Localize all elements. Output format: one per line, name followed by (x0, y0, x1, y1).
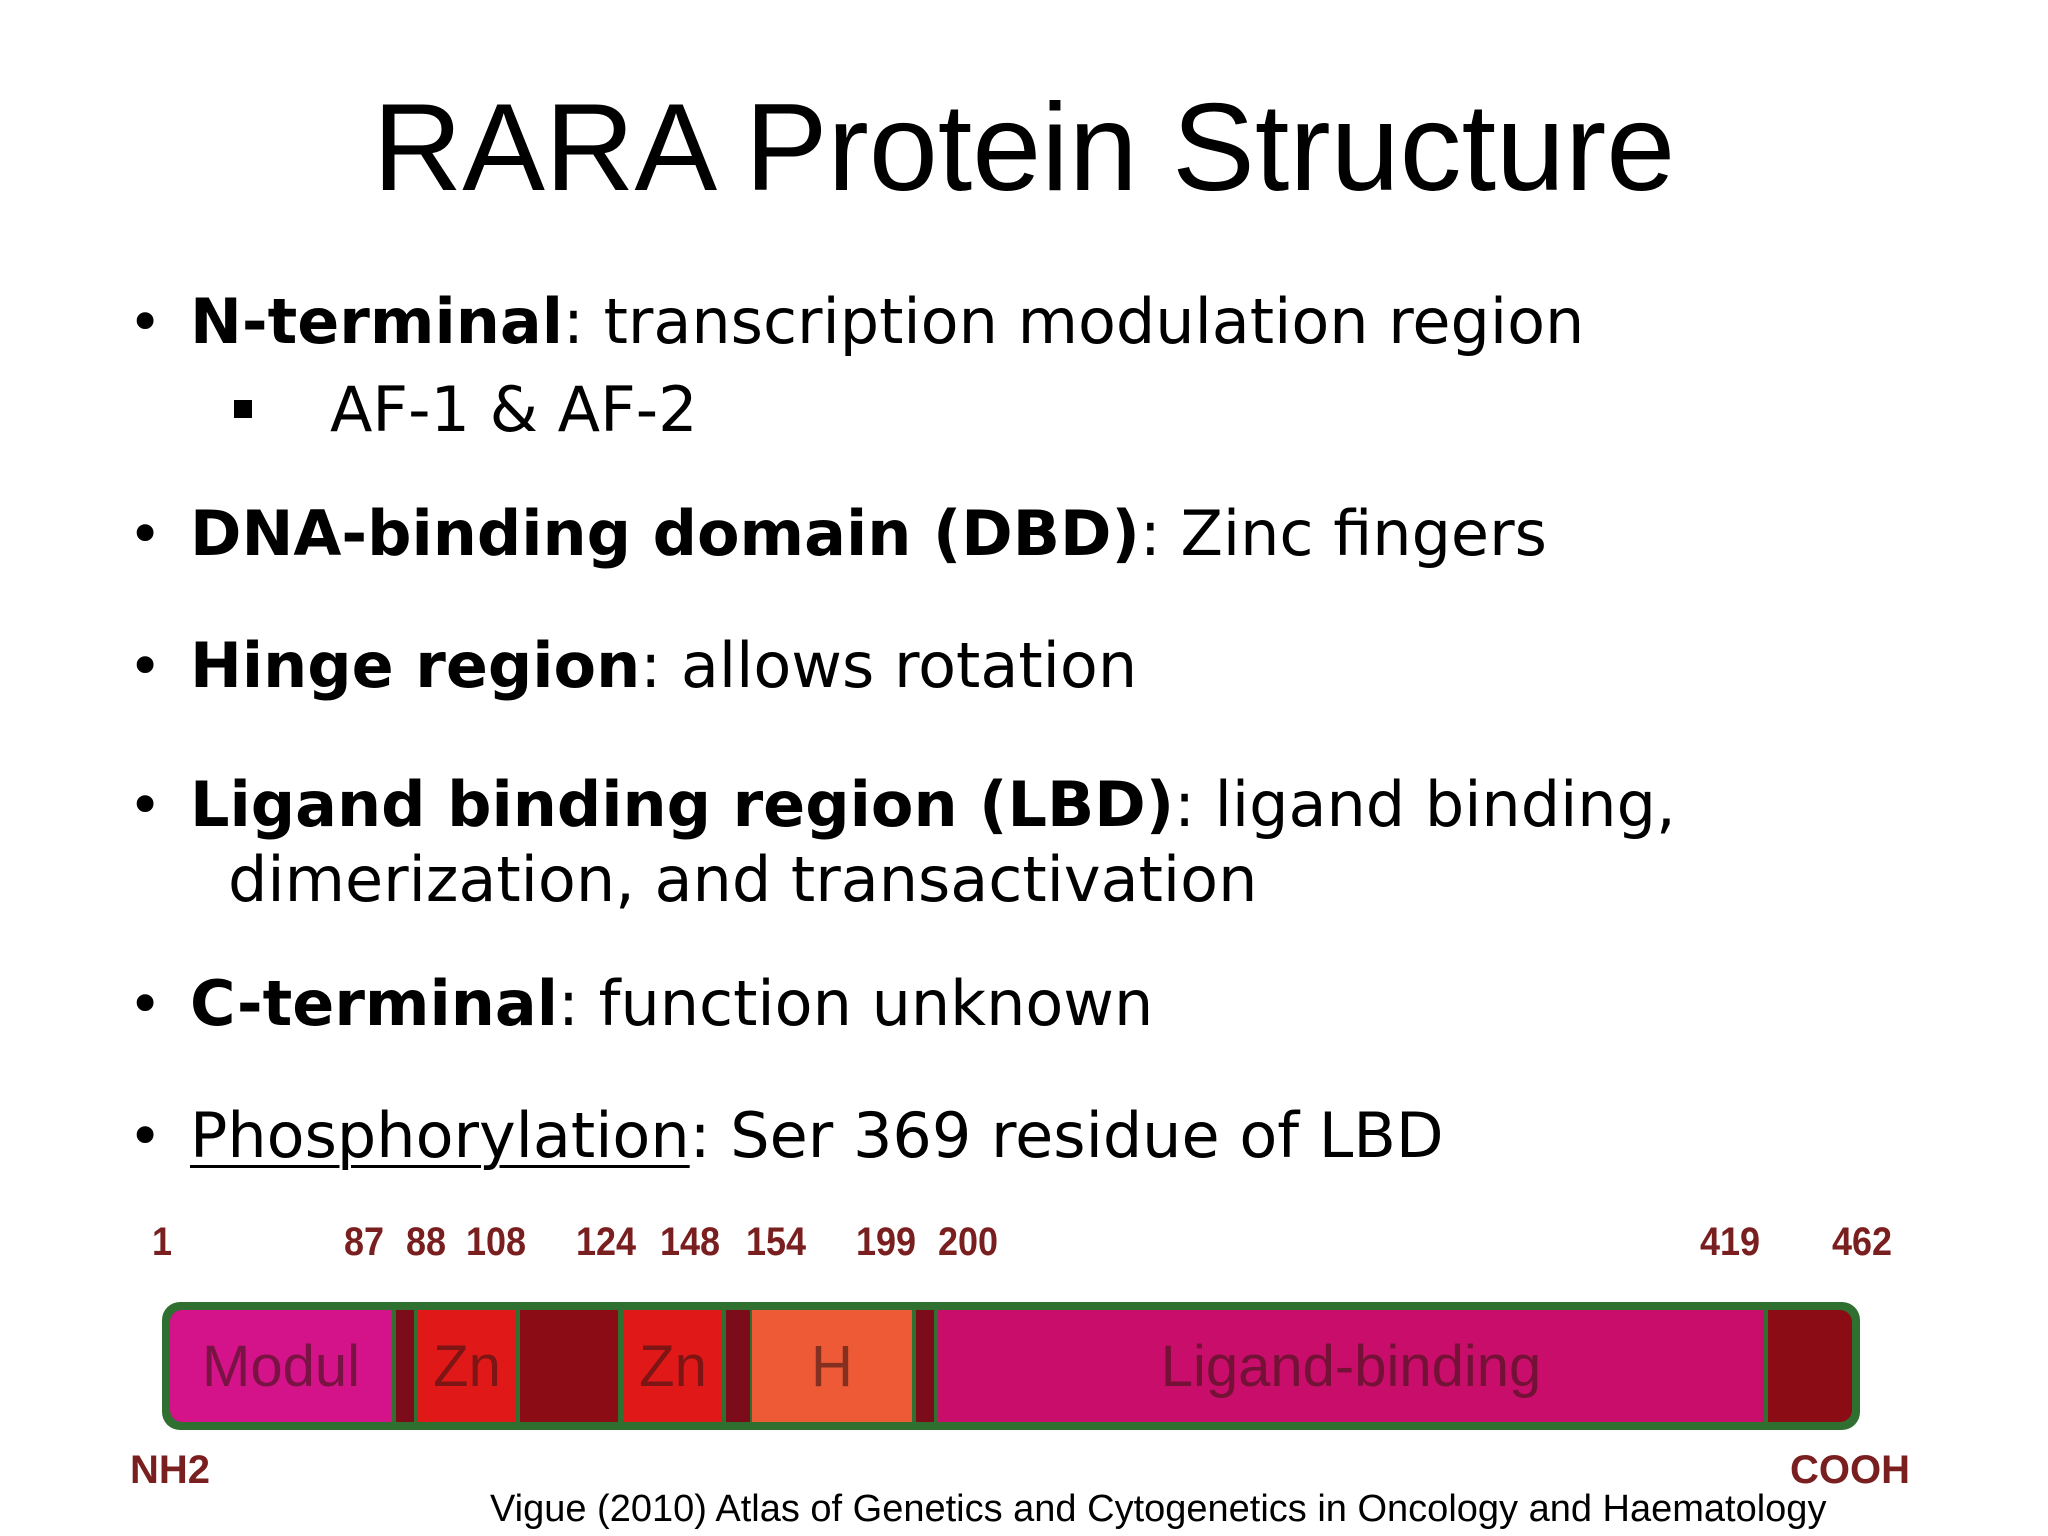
domain-label: Ligand-binding (1160, 1333, 1542, 1399)
domain-label: H (811, 1333, 853, 1399)
position-label: 124 (576, 1220, 637, 1264)
position-label: 154 (746, 1220, 807, 1264)
domain-segment-hinge: H (752, 1310, 912, 1422)
bullet-term: Phosphorylation (190, 1099, 690, 1172)
bullet-continuation: dimerization, and transactivation (228, 843, 1258, 916)
bullet-item: • Phosphorylation: Ser 369 residue of LB… (128, 1096, 1444, 1176)
bullet-dot-icon: • (128, 1102, 163, 1170)
domain-segment-c-terminal (1768, 1310, 1852, 1422)
bullet-term: Hinge region (190, 629, 641, 702)
bullet-item: • DNA-binding domain (DBD): Zinc fingers (128, 494, 1547, 574)
bullet-term: DNA-binding domain (DBD) (190, 497, 1140, 570)
bullet-item: • N-terminal: transcription modulation r… (128, 282, 1585, 362)
domain-segment-linker (396, 1310, 414, 1422)
n-terminus-label: NH2 (130, 1448, 211, 1492)
domain-label: Zn (639, 1333, 707, 1399)
domain-segment-zinc-finger-2: Zn (624, 1310, 722, 1422)
citation: Vigue (2010) Atlas of Genetics and Cytog… (490, 1488, 1827, 1530)
domain-segment-zinc-finger-1: Zn (418, 1310, 516, 1422)
bullet-dot-icon: • (128, 500, 163, 568)
domain-label: Zn (433, 1333, 501, 1399)
slide-title: RARA Protein Structure (372, 79, 1676, 217)
position-label: 1 (152, 1220, 173, 1264)
bullet-text: : ligand binding, (1174, 768, 1676, 841)
bullet-dot-icon: • (128, 288, 163, 356)
bullet-text: : transcription modulation region (562, 285, 1585, 358)
sub-bullet-item: AF-1 & AF-2 (234, 370, 698, 450)
position-label: 462 (1832, 1220, 1893, 1264)
c-terminus-label: COOH (1790, 1448, 1910, 1492)
bullet-item: • C-terminal: function unknown (128, 964, 1154, 1044)
position-label: 199 (856, 1220, 917, 1264)
domain-segment-linker (520, 1310, 618, 1422)
sub-bullet-text: AF-1 & AF-2 (330, 373, 698, 446)
bullet-dot-icon: • (128, 632, 163, 700)
position-label: 88 (406, 1220, 447, 1264)
bullet-term: N-terminal (190, 285, 563, 358)
bullet-term: C-terminal (190, 967, 559, 1040)
bullet-dot-icon: • (128, 970, 163, 1038)
bullet-text: : allows rotation (640, 629, 1138, 702)
position-label: 108 (466, 1220, 527, 1264)
position-label: 200 (938, 1220, 999, 1264)
bullet-item: • Hinge region: allows rotation (128, 626, 1138, 706)
position-label: 148 (660, 1220, 721, 1264)
bullet-text: : Ser 369 residue of LBD (689, 1099, 1444, 1172)
domain-segment-linker (916, 1310, 934, 1422)
bullet-text: : Zinc fingers (1139, 497, 1547, 570)
bullet-text: : function unknown (558, 967, 1154, 1040)
domain-label: Modul (202, 1333, 360, 1399)
position-label: 419 (1700, 1220, 1761, 1264)
square-bullet-icon (234, 400, 252, 418)
domain-segment-modulator: Modul (170, 1310, 392, 1422)
bullet-term: Ligand binding region (LBD) (190, 768, 1175, 841)
bullet-item: • Ligand binding region (LBD): ligand bi… (128, 765, 1676, 845)
domain-segment-linker (726, 1310, 750, 1422)
domain-segment-ligand-binding: Ligand-binding (938, 1310, 1764, 1422)
position-label: 87 (344, 1220, 385, 1264)
bullet-dot-icon: • (128, 771, 163, 839)
